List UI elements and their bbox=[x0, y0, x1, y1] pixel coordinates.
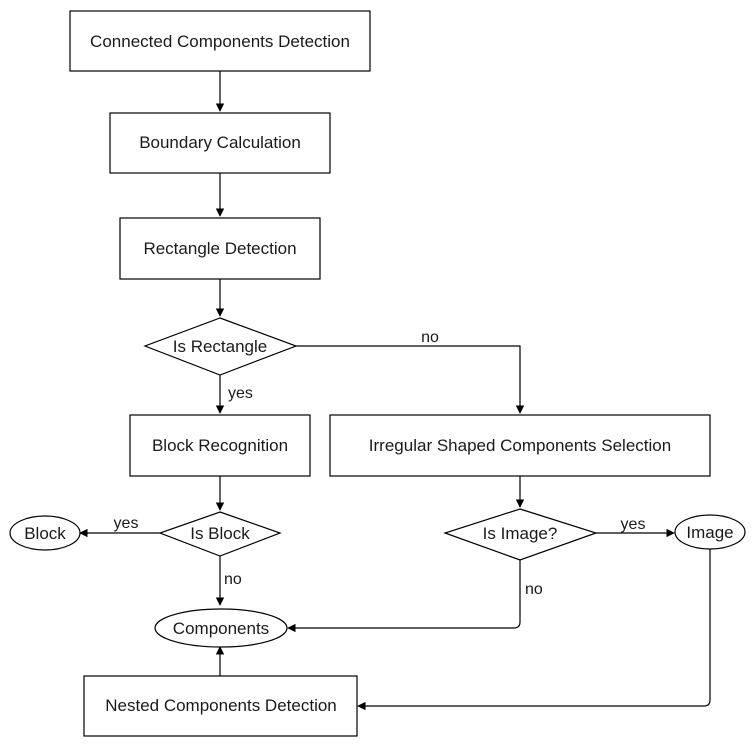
node-connected-components-detection: Connected Components Detection bbox=[69, 10, 371, 72]
svg-text:Nested Components Detection: Nested Components Detection bbox=[105, 696, 337, 715]
label-is-block-no: no bbox=[224, 571, 242, 588]
edge-is-image-no bbox=[287, 560, 521, 633]
edge-image-to-nested bbox=[357, 549, 711, 711]
label-is-image-no: no bbox=[525, 581, 543, 598]
node-nested-components-detection: Nested Components Detection bbox=[83, 675, 358, 737]
edges bbox=[79, 71, 711, 711]
svg-text:Block: Block bbox=[24, 524, 66, 543]
node-image: Image bbox=[674, 514, 746, 550]
svg-text:Boundary Calculation: Boundary Calculation bbox=[139, 133, 301, 152]
svg-text:Is Block: Is Block bbox=[190, 524, 250, 543]
svg-text:Is Image?: Is Image? bbox=[483, 524, 558, 543]
decision-is-block: Is Block bbox=[158, 511, 282, 557]
decision-is-rectangle: Is Rectangle bbox=[143, 317, 298, 376]
decision-is-image: Is Image? bbox=[443, 508, 598, 561]
node-block-recognition: Block Recognition bbox=[129, 414, 311, 477]
label-is-image-yes: yes bbox=[621, 516, 646, 533]
label-is-block-yes: yes bbox=[114, 515, 139, 532]
node-components: Components bbox=[154, 608, 288, 648]
node-irregular-shaped-components-selection: Irregular Shaped Components Selection bbox=[329, 414, 711, 477]
label-is-rectangle-yes: yes bbox=[228, 385, 253, 402]
node-boundary-calculation: Boundary Calculation bbox=[109, 112, 331, 174]
svg-text:Image: Image bbox=[686, 523, 733, 542]
node-block: Block bbox=[9, 515, 81, 551]
svg-text:Rectangle Detection: Rectangle Detection bbox=[143, 239, 296, 258]
svg-text:Components: Components bbox=[173, 619, 269, 638]
svg-text:Connected Components Detection: Connected Components Detection bbox=[90, 32, 350, 51]
edge-is-rectangle-no bbox=[296, 345, 525, 414]
svg-text:Block Recognition: Block Recognition bbox=[152, 436, 288, 455]
node-rectangle-detection: Rectangle Detection bbox=[119, 217, 321, 280]
svg-text:Is Rectangle: Is Rectangle bbox=[173, 337, 268, 356]
label-is-rectangle-no: no bbox=[421, 329, 439, 346]
svg-text:Irregular Shaped Components Se: Irregular Shaped Components Selection bbox=[369, 436, 671, 455]
